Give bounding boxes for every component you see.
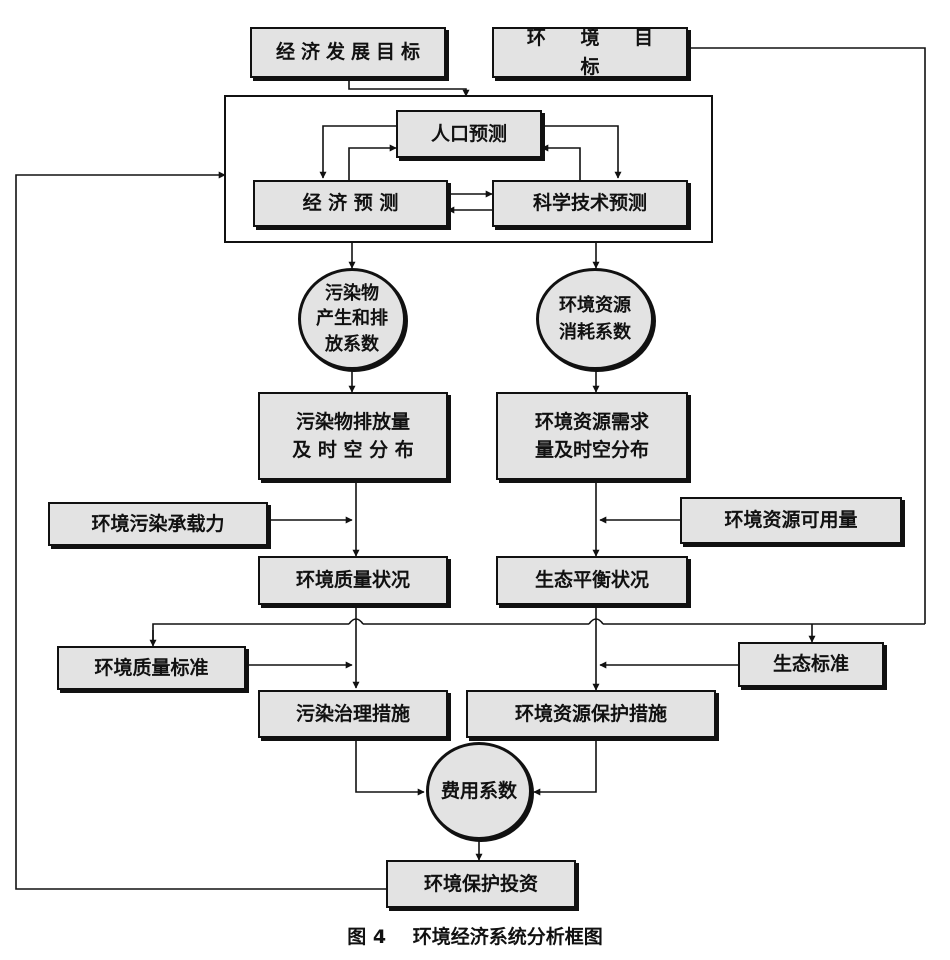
economic-goal-box: 经济发展目标 [250, 27, 446, 78]
figure-caption: 图 4 环境经济系统分析框图 [0, 922, 950, 949]
resource-coefficient-circle: 环境资源 消耗系数 [536, 268, 654, 370]
arrow-measure-cost-left [355, 738, 425, 796]
environment-quality-status-box: 环境质量状况 [258, 556, 448, 605]
economic-forecast-box: 经 济 预 测 [253, 180, 448, 227]
line-standards-hop-right [588, 618, 604, 625]
technology-forecast-box: 科学技术预测 [492, 180, 688, 227]
line-standards-hop-left [348, 618, 364, 625]
resource-protection-measures-box: 环境资源保护措施 [466, 690, 716, 738]
line-standards-feed-left [152, 623, 349, 644]
resource-available-box: 环境资源可用量 [680, 497, 902, 544]
environment-quality-standard-box: 环境质量标准 [57, 646, 246, 690]
emission-distribution-box: 污染物排放量 及 时 空 分 布 [258, 392, 448, 480]
pollution-coefficient-circle: 污染物 产生和排 放系数 [298, 268, 406, 370]
arrow-pop-tech [542, 125, 622, 179]
line-environment-goal-loop [688, 47, 926, 624]
arrow-tech-pop [541, 144, 581, 180]
environment-goal-box: 环 境 目 标 [492, 27, 688, 78]
arrow-measure-cost-right [533, 738, 597, 796]
resource-demand-box: 环境资源需求 量及时空分布 [496, 392, 688, 480]
arrow-economic-goal [348, 78, 470, 97]
figure-title: 环境经济系统分析框图 [412, 926, 603, 948]
line-feedback-loop [15, 171, 386, 890]
pollution-control-measures-box: 污染治理措施 [258, 690, 448, 738]
figure-number: 图 4 [347, 926, 387, 948]
arrow-economic-pop [348, 144, 397, 180]
ecological-balance-status-box: 生态平衡状况 [496, 556, 688, 605]
environmental-investment-box: 环境保护投资 [386, 860, 576, 908]
cost-coefficient-circle: 费用系数 [426, 742, 532, 840]
population-forecast-box: 人口预测 [396, 110, 542, 158]
pollution-capacity-box: 环境污染承载力 [48, 502, 268, 546]
ecological-standard-box: 生态标准 [738, 642, 884, 687]
arrow-pop-economic [319, 125, 396, 179]
